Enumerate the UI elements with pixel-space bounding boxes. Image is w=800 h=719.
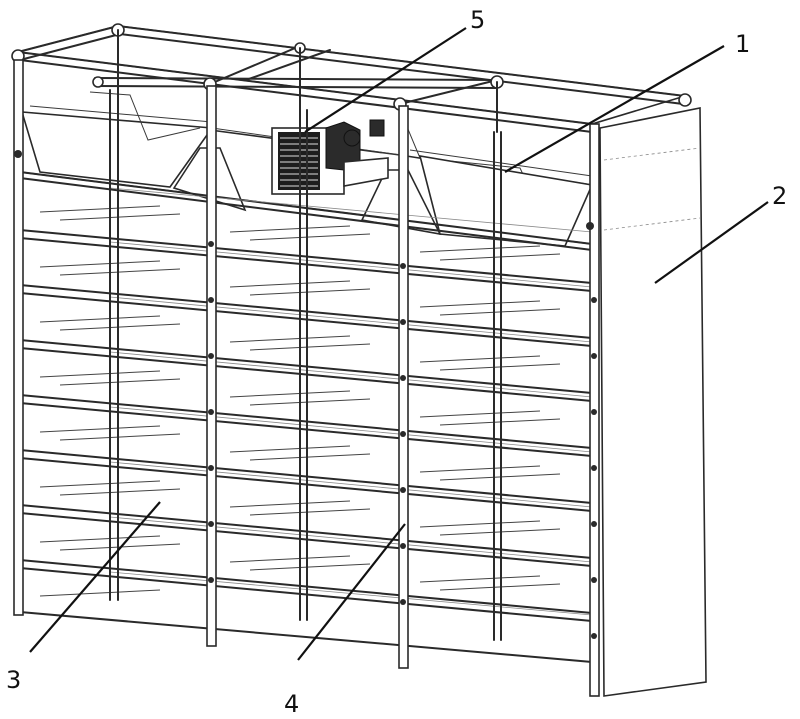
upright-posts — [13, 59, 600, 697]
callout-2: 2 — [772, 182, 787, 210]
leader-4 — [297, 523, 406, 661]
top-frame — [11, 23, 692, 133]
leader-5 — [304, 27, 467, 133]
callout-5: 5 — [470, 6, 485, 34]
callout-3: 3 — [6, 666, 21, 694]
leader-2 — [654, 201, 769, 284]
side-panel — [599, 107, 707, 697]
callout-4: 4 — [284, 690, 299, 718]
callout-leaders — [29, 27, 769, 661]
leader-1 — [504, 45, 725, 173]
callout-labels: 1 2 3 4 5 — [6, 6, 787, 718]
callout-1: 1 — [735, 30, 750, 58]
leader-3 — [29, 501, 161, 653]
